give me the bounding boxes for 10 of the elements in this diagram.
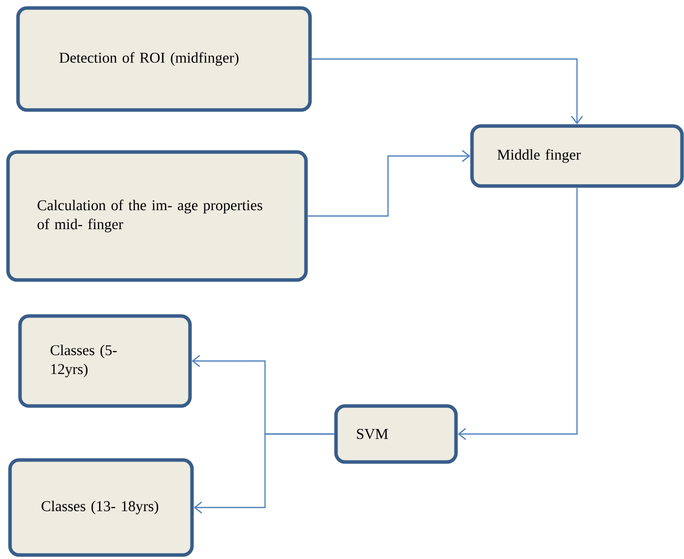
process-box: Classes (5- 12yrs) (18, 314, 192, 408)
process-box: Classes (13- 18yrs) (8, 458, 194, 557)
process-box: Middle finger (470, 124, 684, 188)
process-box: SVM (334, 404, 458, 464)
arrow (308, 150, 470, 217)
arrow (458, 188, 578, 440)
arrow (194, 433, 334, 514)
process-box: Detection of ROI (midfinger) (16, 6, 312, 112)
arrow (312, 58, 583, 124)
process-box: Calculation of the im- age properties of mid- finger (6, 150, 308, 282)
